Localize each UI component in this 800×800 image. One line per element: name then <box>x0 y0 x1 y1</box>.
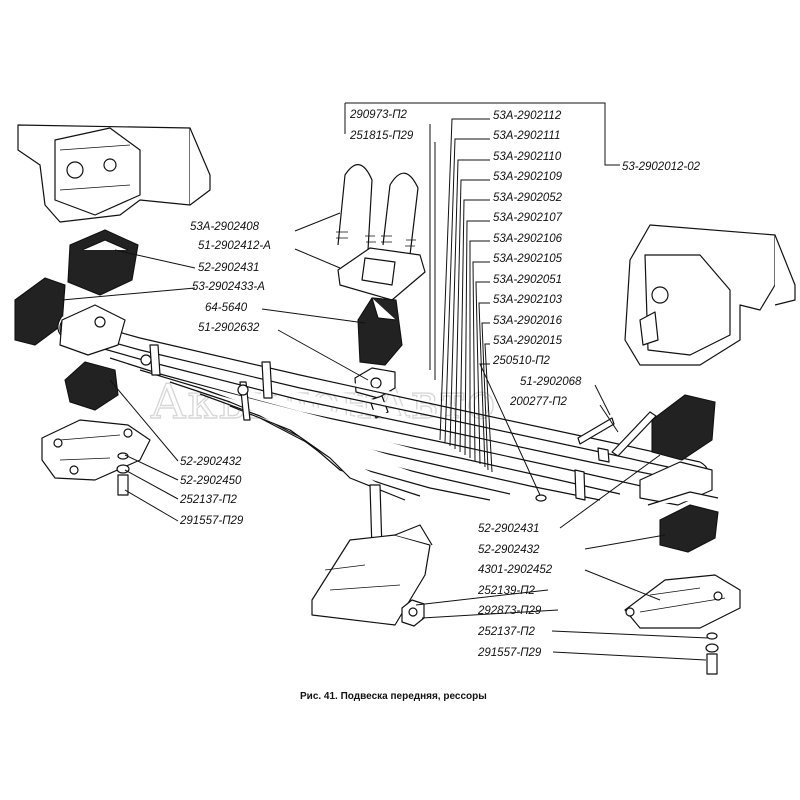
label-53a-2902015: 53А-2902015 <box>493 335 563 347</box>
lower-bracket-left <box>41 419 151 481</box>
shackle-bolt <box>611 411 657 457</box>
shackle-pin <box>577 417 615 445</box>
label-52-2902431-b: 52-2902431 <box>478 523 539 535</box>
cushion-lower-right <box>659 504 719 553</box>
bolt-left <box>117 474 129 496</box>
rear-frame-bracket <box>624 224 796 366</box>
cushion-upper-right <box>651 394 716 461</box>
label-53a-2902111: 53А-2902111 <box>493 130 560 142</box>
washer-right <box>706 632 718 640</box>
label-252137-p2-b: 252137-П2 <box>477 626 536 638</box>
u-bolts <box>336 164 419 256</box>
label-4301-2902452: 4301-2902452 <box>478 564 553 576</box>
bolt-right <box>706 653 718 675</box>
part-labels: 290973-П2 251815-П29 53А-2902112 53А-290… <box>179 109 701 659</box>
spring-clamp-3 <box>574 469 586 501</box>
label-53a-2902110: 53А-2902110 <box>493 151 562 163</box>
spring-clamp-1 <box>149 344 161 376</box>
figure-caption: Рис. 41. Подвеска передняя, рессоры <box>300 691 487 702</box>
label-52-2902431: 52-2902431 <box>198 262 259 274</box>
label-291557-p29: 291557-П29 <box>179 515 244 527</box>
label-53a-2902109: 53А-2902109 <box>493 171 563 183</box>
label-52-2902450: 52-2902450 <box>180 475 242 487</box>
label-251815-p29: 251815-П29 <box>349 130 414 142</box>
lower-bracket-right <box>624 574 741 629</box>
label-53a-2902016: 53А-2902016 <box>493 315 563 327</box>
label-53a-2902051: 53А-2902051 <box>493 274 562 286</box>
label-290973-p2: 290973-П2 <box>349 109 408 121</box>
label-64-5640: 64-5640 <box>205 302 248 314</box>
label-291557-p29-b: 291557-П29 <box>477 647 542 659</box>
label-53a-2902107: 53А-2902107 <box>493 212 563 224</box>
spring-clamp-2 <box>261 361 273 399</box>
leader-lines <box>61 102 709 661</box>
label-292873-p29: 292873-П29 <box>477 605 542 617</box>
label-52-2902432: 52-2902432 <box>180 456 242 468</box>
label-51-2902412-a: 51-2902412-А <box>198 240 271 252</box>
label-252139-p2: 252139-П2 <box>477 585 536 597</box>
label-51-2902632: 51-2902632 <box>198 322 260 334</box>
axle-pad <box>311 534 431 626</box>
label-51-2902068: 51-2902068 <box>520 376 582 388</box>
spring-eye-bracket <box>59 304 126 356</box>
label-53a-2902106: 53А-2902106 <box>493 233 563 245</box>
label-53a-2902103: 53А-2902103 <box>493 294 563 306</box>
label-53a-2902105: 53А-2902105 <box>493 253 563 265</box>
label-200277-p2: 200277-П2 <box>509 396 568 408</box>
label-53a-2902408: 53А-2902408 <box>190 221 260 233</box>
label-252137-p2: 252137-П2 <box>179 494 238 506</box>
label-52-2902432-b: 52-2902432 <box>478 544 540 556</box>
label-53-2902433-a: 53-2902433-А <box>192 281 265 293</box>
front-frame-bracket <box>17 124 211 223</box>
label-53a-2902112: 53А-2902112 <box>493 110 562 122</box>
cushion-lower-left <box>64 361 119 411</box>
label-53a-2902052: 53А-2902052 <box>493 192 563 204</box>
cushion-pad <box>14 277 66 346</box>
label-53-2902012-02: 53-2902012-02 <box>622 161 701 173</box>
cushion-upper <box>67 229 139 296</box>
spring-clamp-4 <box>597 447 610 463</box>
label-250510-p2: 250510-П2 <box>492 355 551 367</box>
